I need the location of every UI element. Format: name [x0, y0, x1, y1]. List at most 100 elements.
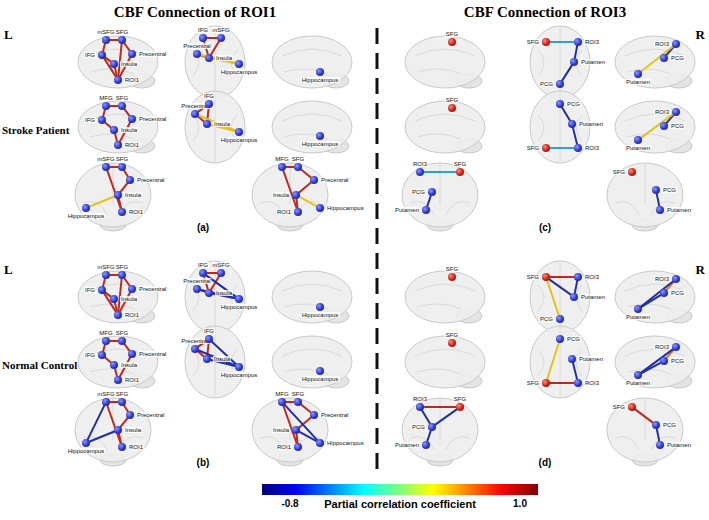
region-node: Precentral	[310, 411, 318, 419]
region-label: PCG	[566, 101, 581, 107]
region-node: ROI1	[114, 76, 122, 84]
region-label: IFG	[197, 262, 209, 268]
coronal-brain	[607, 398, 683, 462]
region-label: Precentral	[182, 43, 211, 49]
region-node: PCG	[652, 421, 660, 429]
region-node: IFG	[199, 34, 207, 42]
gyrus-line	[538, 285, 544, 311]
region-label: SFG	[115, 330, 129, 336]
region-node: ROI3	[672, 275, 680, 283]
region-label: SFG	[115, 264, 129, 270]
group-label: Stroke Patient	[2, 124, 69, 136]
region-label: ROI1	[124, 77, 140, 83]
region-node: ROI3	[672, 343, 680, 351]
region-node: Hippocampus	[235, 363, 243, 371]
region-node: Precentral	[128, 350, 136, 358]
region-node: Putamen	[570, 58, 578, 66]
coronal-brain	[402, 163, 478, 227]
region-node: mSFG	[217, 34, 225, 42]
region-node: PCG	[556, 315, 564, 323]
region-label: ROI3	[412, 396, 428, 402]
region-label: IFG	[84, 52, 96, 58]
brain-view	[615, 336, 695, 388]
region-label: Putamen	[666, 207, 692, 213]
region-label: PCG	[662, 422, 677, 428]
region-node: ROI3	[574, 273, 582, 281]
region-label: MFG	[98, 95, 113, 101]
connection-line	[642, 363, 661, 373]
region-node: mSFG	[102, 36, 110, 44]
region-node: PCG	[428, 188, 436, 196]
coronal-brain	[607, 163, 683, 227]
region-label: ROI1	[128, 444, 144, 450]
region-node: Precentral	[193, 50, 201, 58]
brain-view	[185, 326, 245, 398]
region-node: IFG	[205, 100, 213, 108]
connection-line	[107, 171, 120, 208]
colorbar-tick: -0.8	[281, 498, 298, 509]
region-node: Hippocampus	[235, 295, 243, 303]
region-label: SFG	[115, 156, 129, 162]
region-node: Precentral	[126, 411, 134, 419]
region-label: Insula	[213, 121, 231, 127]
brain-view	[78, 36, 158, 88]
region-label: Precentral	[138, 351, 167, 357]
region-label: Hippocampus	[220, 69, 259, 75]
connection-line	[110, 340, 118, 342]
region-label: SFG	[526, 274, 540, 280]
region-label: ROI3	[584, 145, 600, 151]
region-node: ROI3	[672, 40, 680, 48]
region-label: Precentral	[320, 177, 349, 183]
brain-view	[75, 398, 151, 466]
connection-line	[90, 432, 115, 442]
gyrus-line	[90, 134, 134, 139]
connection-line	[641, 281, 673, 306]
connection-line	[301, 170, 311, 178]
brain-view	[530, 326, 590, 398]
region-node: PCG	[428, 423, 436, 431]
region-node: SFG	[542, 38, 550, 46]
heading: CBF Connection of ROI3	[464, 4, 626, 21]
brain-view	[272, 271, 352, 323]
region-label: mSFG	[96, 29, 115, 35]
connection-line	[110, 401, 118, 403]
gyrus-line	[615, 202, 639, 216]
region-node: ROI1	[294, 208, 302, 216]
region-node: Hippocampus	[82, 204, 90, 212]
region-label: Precentral	[136, 412, 165, 418]
connection-line	[641, 349, 673, 372]
brain-view	[252, 398, 328, 466]
gyrus-line	[538, 50, 544, 76]
region-node: ROI3	[416, 403, 424, 411]
gyrus-line	[446, 202, 470, 216]
coronal-brain	[252, 163, 328, 227]
gyrus-line	[193, 350, 199, 376]
axial-brain	[185, 91, 245, 163]
region-node: PCG	[556, 100, 564, 108]
gyrus-line	[417, 134, 461, 139]
panel-letter: (b)	[197, 457, 210, 468]
region-label: Hippocampus	[301, 77, 340, 83]
region-label: SFG	[115, 95, 129, 101]
region-node: SFG	[456, 168, 464, 176]
region-node: PCG	[660, 357, 668, 365]
region-node: Insula	[292, 426, 300, 434]
region-node: ROI1	[114, 141, 122, 149]
region-label: PCG	[411, 189, 426, 195]
region-node: Insula	[203, 120, 211, 128]
region-node: ROI3	[672, 108, 680, 116]
brain-view	[405, 101, 485, 153]
brain-views	[75, 26, 695, 466]
brain-view	[185, 91, 245, 163]
brain-view	[272, 336, 352, 388]
region-label: Precentral	[138, 51, 167, 57]
region-node: mSFG	[217, 269, 225, 277]
region-node: Insula	[110, 126, 118, 134]
sagittal-brain	[615, 271, 695, 323]
axial-brain	[185, 326, 245, 398]
region-node: ROI1	[294, 443, 302, 451]
brain-view	[78, 336, 158, 388]
connection-line	[120, 418, 127, 427]
region-label: ROI1	[276, 444, 292, 450]
connection-line	[427, 431, 430, 441]
